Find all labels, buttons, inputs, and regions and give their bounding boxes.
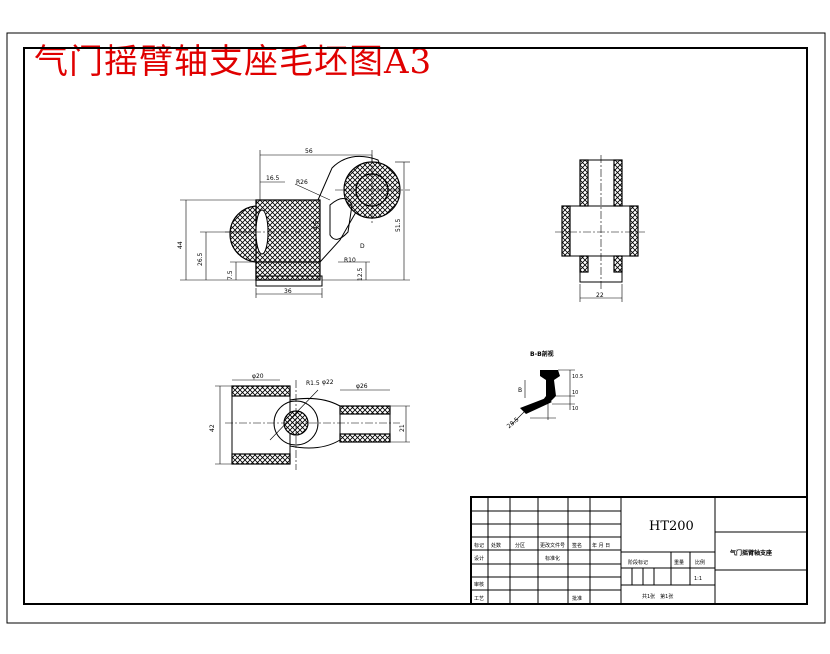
label-weight: 重量 [674,559,684,566]
dim-10b: 10 [572,406,578,412]
scale-value: 1:1 [694,576,702,582]
side-view: 22 [555,155,645,302]
label-ratio: 比例 [695,559,705,566]
front-view: 56 16.5 R26 44 26.5 7.5 36 51.5 4.5 12.5… [177,148,410,298]
dim-r1-5: R1.5 [306,380,320,387]
dim-44: 44 [177,241,184,249]
dim-r10: R10 [344,257,356,264]
label-approve: 批准 [572,595,582,602]
label-mark: 标记 [474,542,484,549]
section-label: B-B剖视 [530,350,554,358]
label-date: 年 月 日 [592,542,610,549]
outer-border [6,32,826,624]
dim-7-5: 7.5 [227,270,234,280]
dim-10: 10 [572,390,578,396]
dim-21: 21 [399,424,406,432]
label-count: 处数 [491,542,501,549]
dim-42: 42 [209,424,216,432]
label-design: 设计 [474,555,484,562]
dim-51-5: 51.5 [395,218,402,232]
dim-56: 56 [305,148,313,155]
label-stage-mark: 阶段标记 [628,559,648,566]
dim-12-5: 12.5 [357,267,364,281]
dim-r26: R26 [296,179,308,186]
dim-36: 36 [284,288,292,295]
dim-4-5: 4.5 [313,220,320,230]
sheet-info: 共1张 第1张 [642,593,673,600]
dim-phi22: φ22 [322,379,334,386]
material: HT200 [649,519,694,534]
section-mark-d: D [360,243,365,250]
part-name: 气门摇臂轴支座 [729,549,772,557]
title-block: HT200 气门摇臂轴支座 1:1 共1张 第1张 标记 处数 分区 更改文件号… [470,496,808,605]
label-sign: 签名 [572,542,582,549]
section-mark-b: B [518,387,522,394]
dim-28-5: 28.5 [506,416,521,430]
label-review: 审核 [474,581,484,588]
dim-10-5: 10.5 [572,374,583,380]
dim-26-5: 26.5 [197,252,204,266]
label-change-no: 更改文件号 [540,542,565,549]
section-view-bb: B-B剖视 B 10.5 10 10 28.5 [506,350,583,430]
label-standardize: 标准化 [545,555,560,562]
dim-16-5: 16.5 [266,175,280,182]
label-zone: 分区 [515,542,525,549]
dim-phi26: φ26 [356,383,368,390]
top-view: 42 φ20 R1.5 φ22 φ26 21 [209,373,410,470]
inner-border [23,47,808,605]
label-process: 工艺 [474,596,484,602]
dim-phi20: φ20 [252,373,264,380]
dim-22: 22 [596,292,604,299]
